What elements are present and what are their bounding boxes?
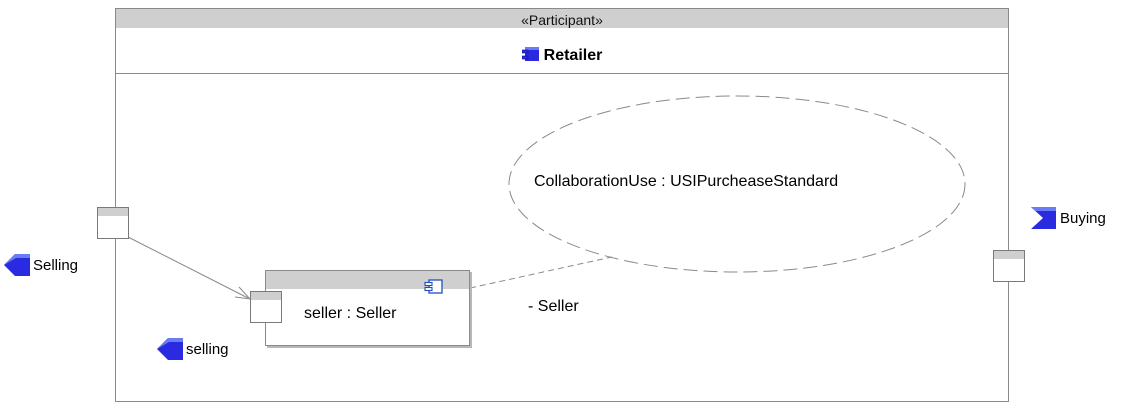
port-cap xyxy=(251,292,281,300)
port-label-selling-outer[interactable]: Selling xyxy=(4,253,78,277)
collaboration-use-label: CollaborationUse : USIPurcheaseStandard xyxy=(534,173,839,190)
request-port-right-icon xyxy=(1031,206,1056,230)
seller-part-port[interactable] xyxy=(250,291,282,323)
collaboration-use-ellipse[interactable] xyxy=(508,95,966,273)
delegation-connector[interactable] xyxy=(127,236,249,299)
role-binding-label: - Seller xyxy=(528,298,579,315)
component-icon xyxy=(423,279,445,295)
port-label-buying-outer[interactable]: Buying xyxy=(1031,206,1106,230)
header-divider xyxy=(116,73,1008,74)
participant-name: Retailer xyxy=(543,47,603,64)
component-block-icon xyxy=(521,45,540,63)
selling-inner-label: selling xyxy=(186,340,229,358)
port-label-selling-inner[interactable]: selling xyxy=(157,337,229,361)
seller-part-header-bar xyxy=(266,271,469,289)
participant-retailer[interactable]: «Participant» Retailer xyxy=(115,8,1009,402)
seller-part[interactable]: seller : Seller xyxy=(265,270,470,346)
role-binding-connector[interactable] xyxy=(469,256,613,289)
participant-stereotype: «Participant» xyxy=(521,12,603,28)
buying-outer-label: Buying xyxy=(1060,209,1106,227)
participant-header-bar xyxy=(116,9,1008,28)
buying-port-boundary[interactable] xyxy=(993,250,1025,282)
service-port-left-icon xyxy=(157,337,183,361)
seller-part-label: seller : Seller xyxy=(304,305,397,322)
port-cap xyxy=(98,208,128,216)
participant-title[interactable]: Retailer xyxy=(116,45,1008,65)
service-port-left-icon xyxy=(4,253,30,277)
selling-outer-label: Selling xyxy=(33,256,79,274)
selling-port-boundary[interactable] xyxy=(97,207,129,239)
port-cap xyxy=(994,251,1024,259)
